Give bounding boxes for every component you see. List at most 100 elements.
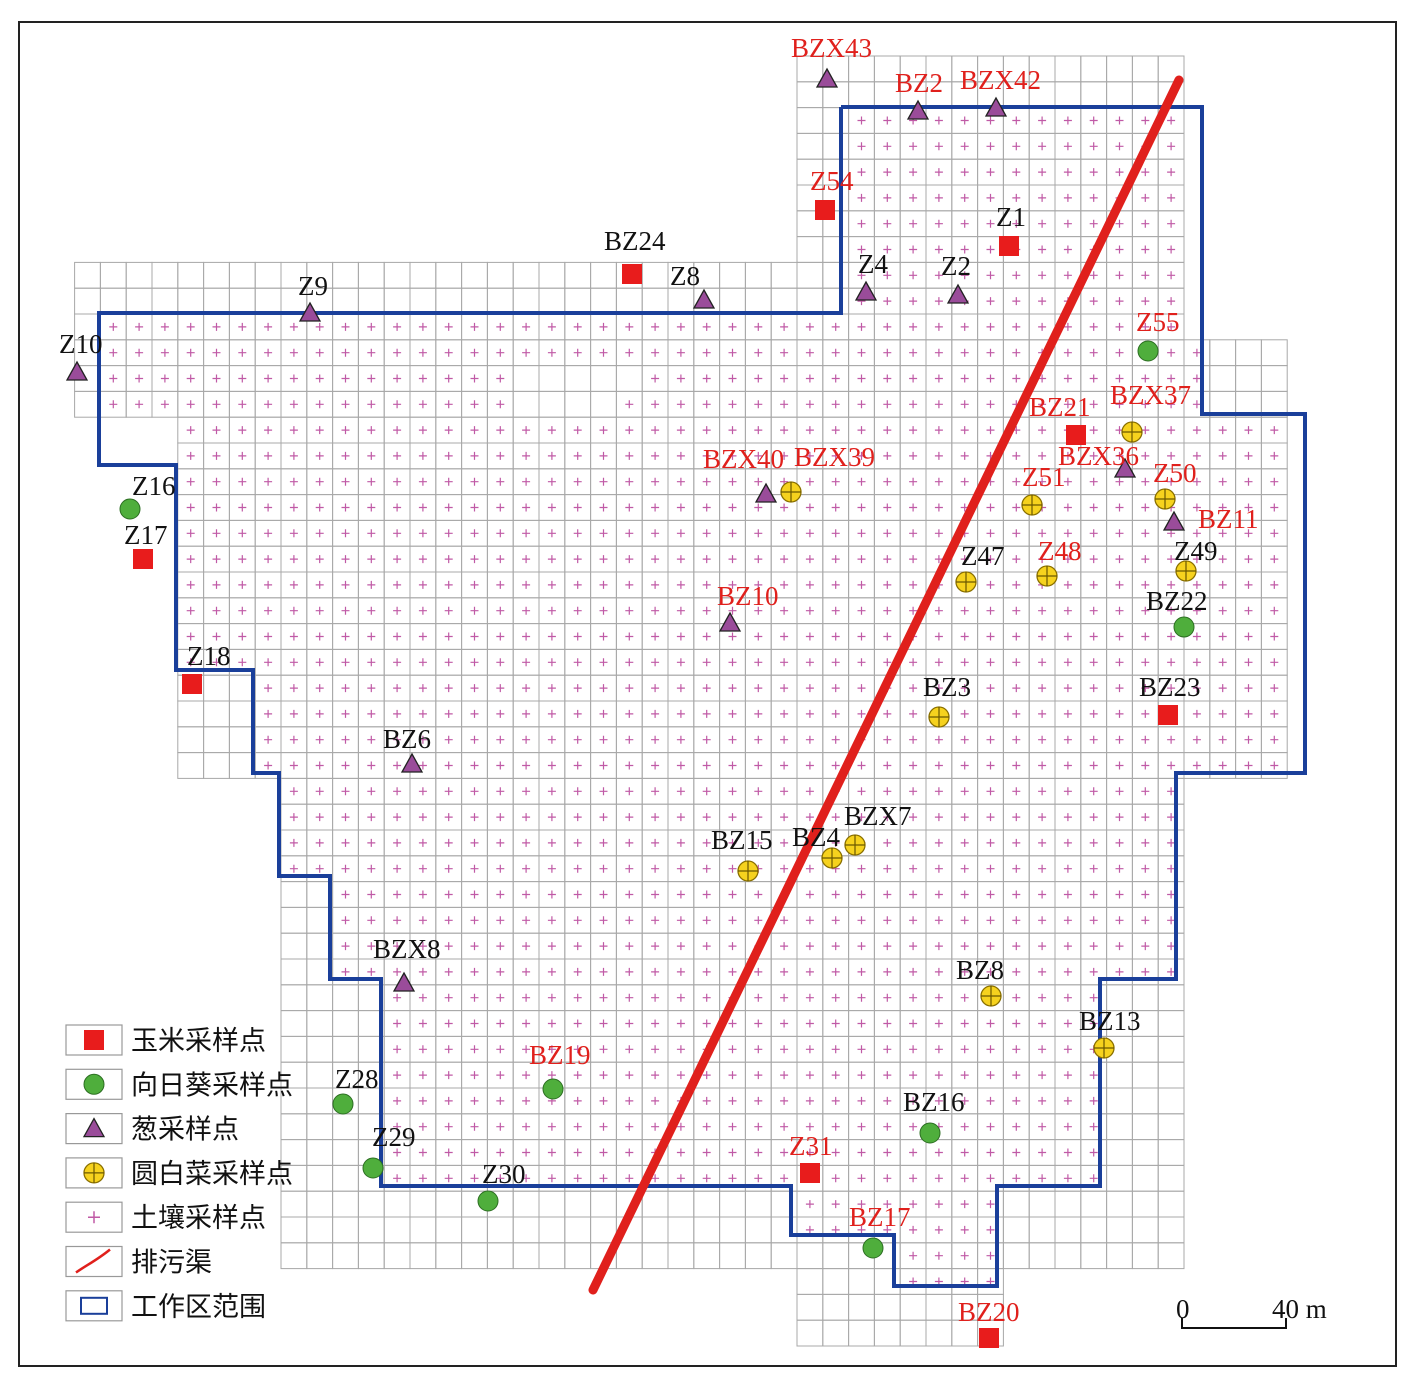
soil-sample-cross [289, 606, 298, 615]
cabbage-marker-cross [956, 572, 976, 592]
sample-label: Z47 [961, 541, 1005, 571]
soil-sample-cross [1115, 580, 1124, 589]
soil-sample-cross [831, 632, 840, 641]
soil-sample-cross [418, 967, 427, 976]
soil-sample-cross [728, 916, 737, 925]
soil-sample-cross [1038, 451, 1047, 460]
soil-sample-cross [780, 400, 789, 409]
soil-sample-cross [393, 838, 402, 847]
soil-sample-cross [496, 916, 505, 925]
soil-sample-cross [1012, 503, 1021, 512]
soil-sample-cross [1089, 555, 1098, 564]
soil-sample-cross [625, 890, 634, 899]
soil-sample-cross [1167, 942, 1176, 951]
soil-sample-cross [651, 529, 660, 538]
soil-sample-cross [676, 374, 685, 383]
soil-sample-cross [547, 1174, 556, 1183]
soil-sample-cross [1089, 967, 1098, 976]
soil-sample-cross [857, 245, 866, 254]
cabbage-marker-cross [781, 482, 801, 502]
soil-sample-cross [651, 916, 660, 925]
soil-sample-cross [1089, 864, 1098, 873]
soil-sample-cross [960, 348, 969, 357]
soil-sample-cross [315, 374, 324, 383]
soil-sample-cross [1089, 761, 1098, 770]
soil-sample-cross [264, 477, 273, 486]
soil-sample-cross [1192, 451, 1201, 460]
soil-sample-cross [1089, 1174, 1098, 1183]
soil-sample-cross [1038, 684, 1047, 693]
soil-sample-cross [780, 1071, 789, 1080]
soil-sample-cross [702, 1148, 711, 1157]
soil-sample-cross [702, 735, 711, 744]
soil-sample-cross [1218, 709, 1227, 718]
soil-sample-cross [960, 735, 969, 744]
soil-sample-cross [393, 503, 402, 512]
soil-sample-cross [857, 271, 866, 280]
soil-sample-cross [599, 451, 608, 460]
soil-sample-cross [960, 1071, 969, 1080]
soil-sample-cross [625, 529, 634, 538]
soil-sample-cross [754, 374, 763, 383]
soil-sample-cross [986, 322, 995, 331]
legend-item-onion: 葱采样点 [65, 1112, 239, 1146]
soil-sample-cross [1167, 142, 1176, 151]
soil-sample-cross [883, 1148, 892, 1157]
soil-sample-cross [522, 890, 531, 899]
soil-sample-cross [1270, 632, 1279, 641]
soil-sample-cross [831, 1096, 840, 1105]
soil-sample-cross [934, 1225, 943, 1234]
soil-sample-cross [986, 1019, 995, 1028]
sunflower-sample-marker [919, 1122, 941, 1144]
soil-sample-cross [547, 761, 556, 770]
soil-sample-cross [599, 890, 608, 899]
soil-sample-cross [1063, 1071, 1072, 1080]
soil-sample-cross [831, 967, 840, 976]
soil-sample-cross [909, 1174, 918, 1183]
soil-sample-cross [1167, 967, 1176, 976]
soil-sample-cross [1089, 606, 1098, 615]
soil-sample-cross [212, 555, 221, 564]
soil-sample-cross [1141, 813, 1150, 822]
soil-sample-cross [986, 503, 995, 512]
soil-sample-cross [780, 709, 789, 718]
soil-sample-cross [986, 348, 995, 357]
soil-sample-cross [1012, 1122, 1021, 1131]
soil-sample-cross [883, 813, 892, 822]
sample-label: BZ22 [1146, 586, 1208, 616]
soil-sample-cross [1218, 735, 1227, 744]
soil-sample-cross [522, 942, 531, 951]
soil-sample-cross [702, 632, 711, 641]
soil-sample-cross [960, 838, 969, 847]
soil-sample-cross [883, 297, 892, 306]
sample-point-bz22: BZ22 [1146, 586, 1208, 638]
soil-sample-cross [444, 503, 453, 512]
soil-sample-cross [909, 813, 918, 822]
soil-sample-cross [238, 477, 247, 486]
soil-sample-cross [960, 219, 969, 228]
onion-sample-marker [906, 99, 930, 120]
soil-sample-cross [599, 426, 608, 435]
soil-sample-cross [367, 348, 376, 357]
sample-label: BZ23 [1139, 672, 1201, 702]
soil-sample-cross [934, 168, 943, 177]
soil-sample-cross [986, 709, 995, 718]
soil-sample-cross [1270, 735, 1279, 744]
soil-sample-cross [599, 916, 608, 925]
soil-sample-cross [857, 606, 866, 615]
soil-sample-cross [289, 451, 298, 460]
soil-sample-cross [1270, 761, 1279, 770]
soil-sample-cross [1270, 529, 1279, 538]
soil-sample-cross [573, 1174, 582, 1183]
soil-sample-cross [883, 942, 892, 951]
soil-sample-cross [909, 451, 918, 460]
soil-sample-cross [909, 993, 918, 1002]
soil-sample-cross [444, 658, 453, 667]
soil-sample-cross [831, 477, 840, 486]
soil-sample-cross [1038, 1019, 1047, 1028]
soil-sample-cross [599, 709, 608, 718]
soil-sample-cross [960, 993, 969, 1002]
soil-sample-cross [522, 813, 531, 822]
soil-sample-cross [573, 322, 582, 331]
soil-sample-cross [1192, 374, 1201, 383]
